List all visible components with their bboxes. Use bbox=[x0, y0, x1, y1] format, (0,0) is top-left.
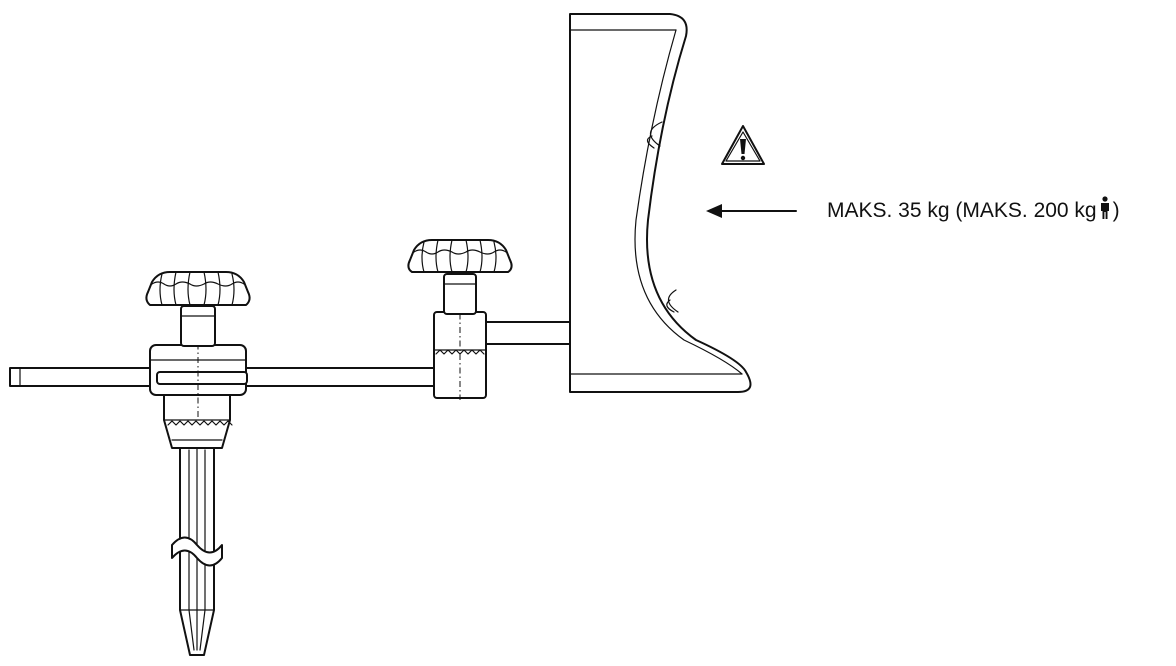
load-limit-label: MAKS. 35 kg (MAKS. 200 kg ) bbox=[827, 196, 1120, 223]
middle-star-knob bbox=[407, 239, 513, 273]
pin-shaft bbox=[171, 444, 223, 656]
left-star-knob bbox=[145, 271, 251, 306]
load-limit-text: MAKS. 35 kg (MAKS. 200 kg bbox=[827, 199, 1097, 222]
support-block bbox=[569, 13, 752, 393]
load-limit-suffix: ) bbox=[1112, 199, 1120, 222]
arrow-left-icon bbox=[706, 204, 797, 218]
person-icon bbox=[1100, 196, 1109, 219]
warning-triangle-icon bbox=[721, 125, 765, 165]
left-knob-stem bbox=[180, 305, 216, 347]
left-clamp-assembly bbox=[145, 271, 251, 656]
collar-block bbox=[149, 330, 248, 420]
middle-clamp-assembly bbox=[407, 239, 571, 400]
knurled-body bbox=[163, 393, 233, 449]
middle-knob-stem bbox=[443, 273, 477, 315]
bracket-body bbox=[433, 300, 487, 400]
